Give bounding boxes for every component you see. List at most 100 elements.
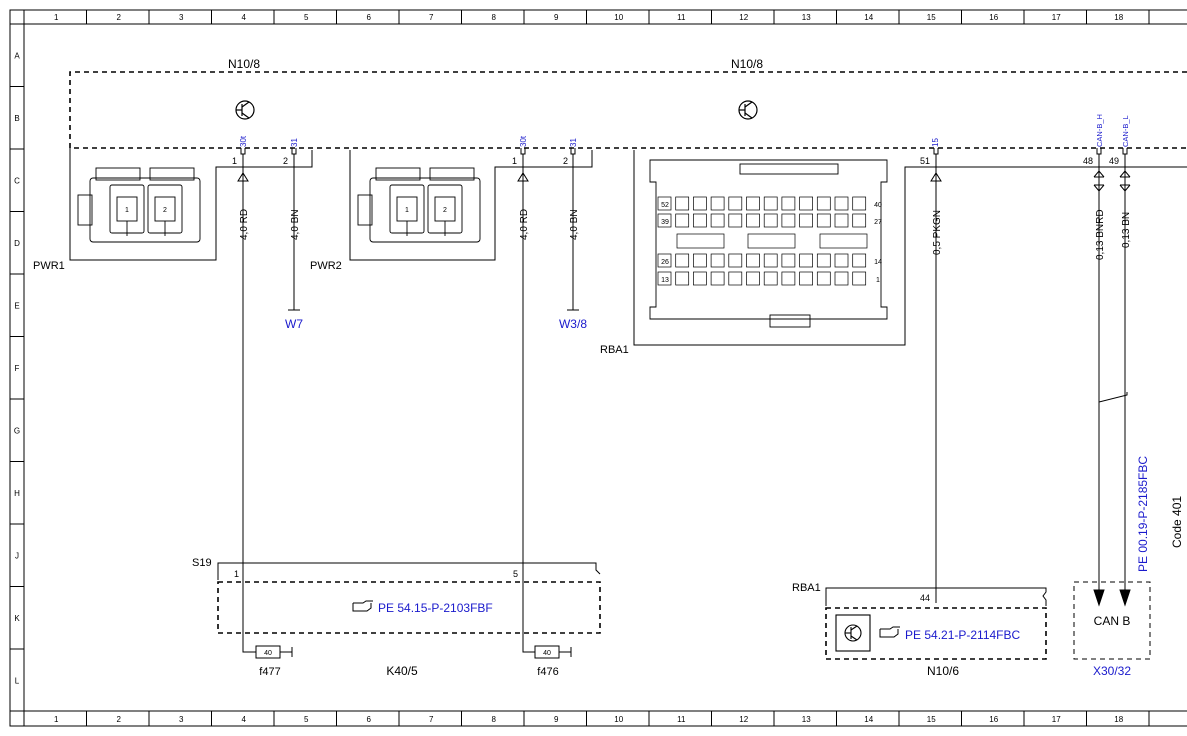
column-label: 16: [989, 715, 998, 724]
rba-pin-cell: [816, 253, 831, 268]
rba-pin-cell: [834, 213, 849, 228]
column-label: 5: [304, 13, 309, 22]
row-label: G: [14, 426, 20, 435]
rba1-lower-label: RBA1: [792, 582, 821, 594]
column-label: 9: [554, 13, 559, 22]
transistor-icon: [738, 100, 758, 120]
rba-pin-cell: [710, 213, 725, 228]
row-label: D: [14, 239, 20, 248]
rba-pin-cell: [852, 253, 867, 268]
column-label: 12: [739, 13, 748, 22]
n10-8-label-left: N10/8: [228, 57, 260, 71]
can-b-label: CAN B: [1094, 614, 1131, 628]
rba-pin-cell: [657, 271, 672, 286]
row-label: E: [14, 301, 19, 310]
connector-pin-label: 1: [405, 207, 409, 214]
rba-pin-cell: [693, 271, 707, 286]
rba-pin-label: 27: [874, 219, 882, 226]
ground-w3-8-link[interactable]: W3/8: [559, 317, 587, 331]
column-label: 8: [492, 715, 497, 724]
n10-6-module-outline: [825, 607, 1047, 660]
rba-pin-cell: [675, 271, 690, 286]
fuse-rating: 40: [543, 650, 551, 657]
wire-label: 0,13 BNRD: [1095, 209, 1106, 260]
column-label: 11: [677, 715, 686, 724]
row-label: F: [15, 364, 20, 373]
rba-pin-cell: [852, 213, 867, 228]
pin-number: 2: [283, 156, 288, 166]
pe-k40-5-link[interactable]: PE 54.15-P-2103FBF: [378, 601, 493, 615]
column-label: 6: [367, 715, 372, 724]
column-label: 14: [864, 715, 873, 724]
fuse-f477-icon: [242, 633, 293, 659]
rba1-lower-frame: [825, 587, 1047, 606]
rba-pin-cell: [728, 271, 743, 286]
wire-label: 4,0 RD: [519, 209, 530, 240]
rba-pin-cell: [746, 196, 760, 211]
rba-pin-cell: [816, 271, 831, 286]
rba-center-block: [819, 233, 868, 249]
column-label: 16: [989, 13, 998, 22]
x30-32-link[interactable]: X30/32: [1093, 664, 1131, 678]
column-label: 6: [367, 13, 372, 22]
rba-pin-cell: [657, 253, 672, 268]
wires: [242, 154, 1128, 652]
rba-pin-cell: [746, 213, 760, 228]
pwr1-connector-drawing: [77, 167, 201, 243]
column-label: 14: [864, 13, 873, 22]
column-label: 13: [802, 715, 811, 724]
rba-pin-cell: [728, 196, 743, 211]
column-label: 15: [927, 715, 936, 724]
rba-pin-cell: [693, 213, 707, 228]
pwr1-label: PWR1: [33, 260, 65, 272]
column-label: 8: [492, 13, 497, 22]
x30-32-connector-outline: [1073, 581, 1151, 660]
code-label: Code 401: [1170, 496, 1184, 548]
ground-w7-link[interactable]: W7: [285, 317, 303, 331]
rba-pin-cell: [816, 213, 831, 228]
wire-label: 0,5 PKGN: [932, 210, 943, 255]
rba-pin-cell: [763, 253, 778, 268]
rba-pin-cell: [816, 196, 831, 211]
s19-label: S19: [192, 557, 212, 569]
fuse-f476-label: f476: [537, 666, 558, 678]
column-label: 7: [429, 715, 434, 724]
transistor-icon: [835, 614, 871, 652]
pin-number: 1: [234, 569, 239, 579]
rba-pin-cell: [746, 253, 760, 268]
column-label: 18: [1114, 13, 1123, 22]
column-label: 1: [54, 13, 59, 22]
column-label: 18: [1114, 715, 1123, 724]
k40-5-label: K40/5: [386, 664, 418, 678]
rba-pin-cell: [834, 253, 849, 268]
rba-pin-cell: [763, 213, 778, 228]
wire-label: 0,13 BN: [1121, 212, 1132, 248]
rba-pin-cell: [710, 253, 725, 268]
rba-pin-cell: [693, 253, 707, 268]
rba-pin-cell: [781, 213, 796, 228]
terminal-30t-label: 30t: [239, 135, 248, 147]
connector-pin-label: 1: [125, 207, 129, 214]
rba-pin-label: 1: [876, 277, 880, 284]
row-label: J: [15, 551, 19, 560]
column-label: 9: [554, 715, 559, 724]
column-dividers: [86, 10, 1150, 726]
rba-pin-label: 39: [661, 219, 669, 226]
fuse-rating: 40: [264, 650, 272, 657]
column-label: 12: [739, 715, 748, 724]
pe-can-link[interactable]: PE 00.19-P-2185FBC: [1136, 456, 1150, 572]
pe-n10-6-link[interactable]: PE 54.21-P-2114FBC: [905, 628, 1021, 642]
column-label: 10: [614, 715, 623, 724]
column-label: 11: [677, 13, 686, 22]
rba-pin-cell: [657, 213, 672, 228]
rba-pin-cell: [763, 196, 778, 211]
rba-pin-cell: [852, 196, 867, 211]
rba-pin-cell: [799, 271, 813, 286]
rba-pin-cell: [675, 213, 690, 228]
row-label: C: [14, 176, 20, 185]
rba-center-block: [747, 233, 796, 249]
rba-pin-cell: [728, 253, 743, 268]
row-label: A: [14, 51, 20, 60]
connector-pin-label: 2: [163, 207, 167, 214]
